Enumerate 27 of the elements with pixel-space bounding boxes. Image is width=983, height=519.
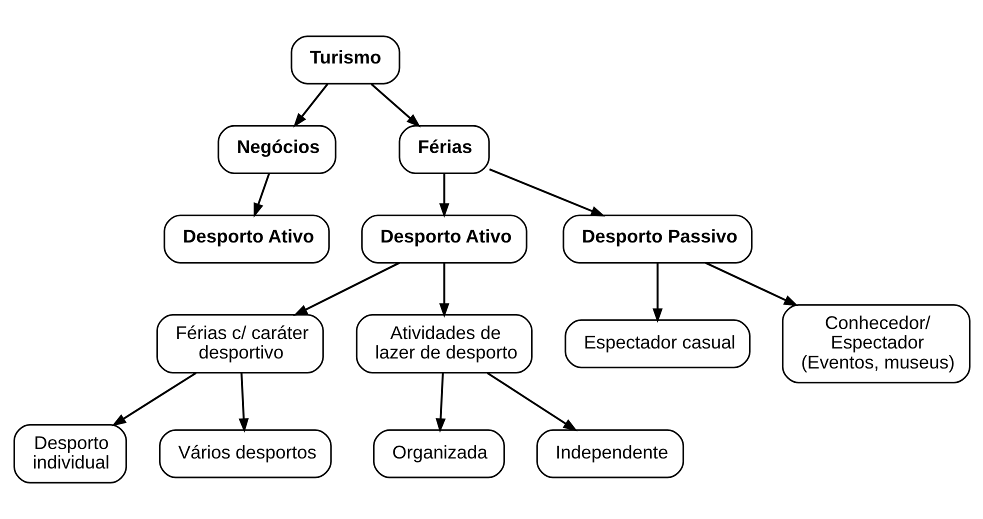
arrow xyxy=(435,373,446,433)
arrow xyxy=(292,262,400,316)
node-box: Negócios xyxy=(217,125,336,174)
arrow xyxy=(486,372,578,432)
node-box: Conhecedor/ Espectador (Eventos, museus) xyxy=(781,304,970,384)
arrow xyxy=(438,174,449,218)
node-box: Independente xyxy=(536,429,684,478)
node-box: Desporto Ativo xyxy=(360,214,527,264)
node-box: Turismo xyxy=(290,35,400,84)
node-box: Desporto Ativo xyxy=(163,214,330,264)
node-box: Desporto individual xyxy=(12,424,126,484)
node-box: Férias xyxy=(398,125,490,174)
node-box: Atividades de lazer de desporto xyxy=(355,314,532,374)
node-box: Desporto Passivo xyxy=(562,214,752,264)
node-box: Vários desportos xyxy=(158,429,332,478)
arrow xyxy=(370,83,420,128)
arrow xyxy=(253,173,270,218)
node-box: Férias c/ caráter desportivo xyxy=(156,314,324,374)
arrow xyxy=(111,372,196,426)
node-box: Espectador casual xyxy=(564,319,750,368)
node-box: Organizada xyxy=(372,429,504,478)
arrow xyxy=(238,373,248,433)
arrow xyxy=(704,262,798,306)
arrow xyxy=(438,263,449,318)
arrow xyxy=(652,263,662,323)
arrow xyxy=(292,84,328,128)
arrow xyxy=(488,168,605,216)
